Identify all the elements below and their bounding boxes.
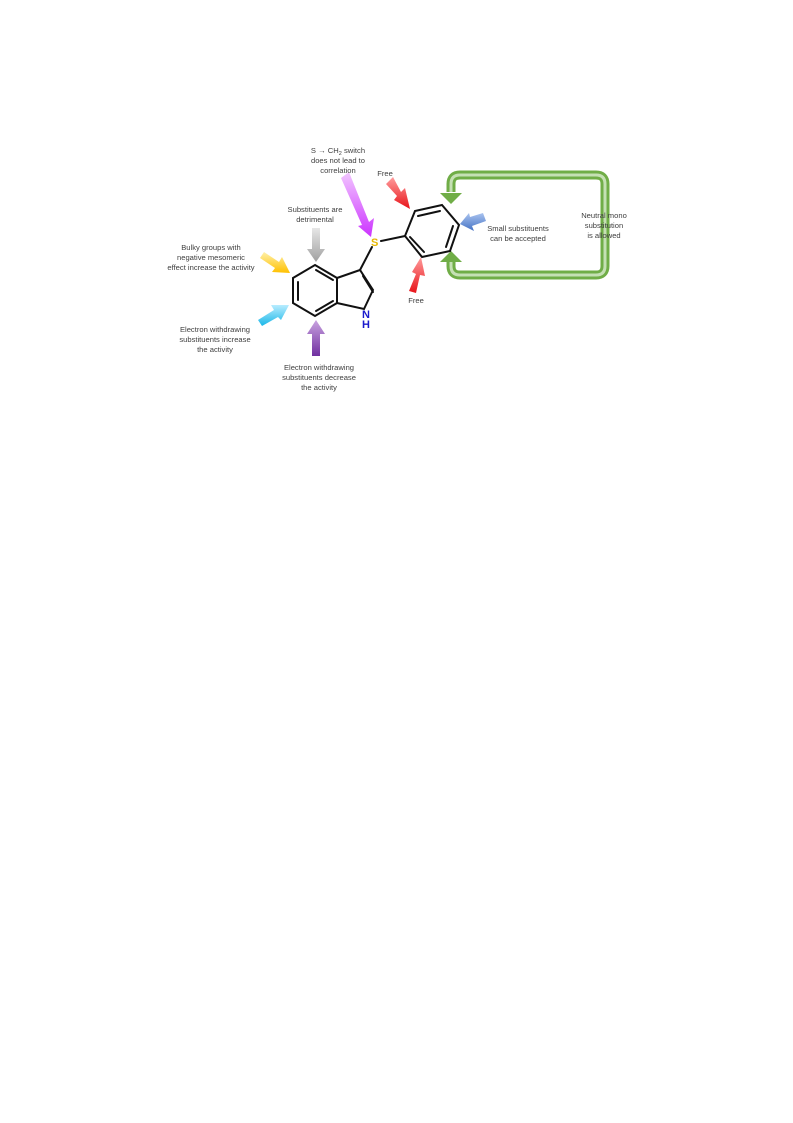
bulky-line-3: effect increase the activity <box>167 263 254 272</box>
s-switch-line-3: correlation <box>320 166 355 175</box>
bond-c3-s <box>359 246 373 271</box>
indole-double-bond-3 <box>315 300 334 312</box>
ewg-decrease-line-3: the activity <box>301 383 337 392</box>
yellow-arrow <box>260 252 290 273</box>
blue-arrow <box>460 213 486 231</box>
phenyl-ring <box>403 203 461 259</box>
bond-s-phenyl <box>380 235 406 242</box>
svg-text:S → CH2 switch: S → CH2 switch <box>311 146 365 157</box>
neutral-line-3: is allowed <box>587 231 620 240</box>
label-free-top: Free <box>377 169 393 178</box>
red-arrow-top <box>386 177 410 209</box>
green-loop-highlight <box>449 173 607 277</box>
pyrrole-double-bond <box>362 275 374 293</box>
label-ewg-increase: Electron withdrawing substituents increa… <box>179 325 250 354</box>
neutral-line-1: Neutral mono <box>581 211 627 220</box>
hydrogen-atom: H <box>362 319 370 331</box>
phenyl-double-bond-2 <box>445 225 454 248</box>
nitrogen-atom: N <box>362 309 370 321</box>
molecule <box>292 203 461 318</box>
detrimental-line-1: Substituents are <box>288 205 343 214</box>
ewg-increase-line-1: Electron withdrawing <box>180 325 250 334</box>
ewg-increase-line-3: the activity <box>197 345 233 354</box>
label-neutral-mono: Neutral mono substitution is allowed <box>581 211 627 240</box>
green-arrowhead-bottom <box>440 251 462 262</box>
green-arrowhead-top <box>440 193 462 204</box>
small-line-1: Small substituents <box>487 224 549 233</box>
ewg-decrease-line-2: substituents decrease <box>282 373 356 382</box>
neutral-line-2: substitution <box>585 221 623 230</box>
small-line-2: can be accepted <box>490 234 546 243</box>
ewg-increase-line-2: substituents increase <box>179 335 250 344</box>
s-switch-suffix: switch <box>342 146 365 155</box>
s-switch-line-2: does not lead to <box>311 156 365 165</box>
bulky-line-2: negative mesomeric <box>177 253 245 262</box>
bulky-line-1: Bulky groups with <box>181 243 241 252</box>
cyan-arrow <box>258 305 289 326</box>
indole-double-bond-1 <box>315 269 334 281</box>
label-bulky: Bulky groups with negative mesomeric eff… <box>167 243 254 272</box>
label-small-substituents: Small substituents can be accepted <box>487 224 549 243</box>
label-s-switch: S → CH2 switch does not lead to correlat… <box>311 146 365 175</box>
s-switch-subscript: 2 <box>339 151 342 157</box>
phenyl-double-bond-1 <box>417 210 441 217</box>
phenyl-double-bond-3 <box>409 236 425 253</box>
indole-benzene-ring <box>292 263 338 318</box>
sulfur-atom: S <box>371 237 378 249</box>
purple-arrow <box>307 320 325 356</box>
detrimental-line-2: detrimental <box>296 215 334 224</box>
red-arrow-bottom <box>409 257 425 293</box>
label-ewg-decrease: Electron withdrawing substituents decrea… <box>282 363 356 392</box>
grey-arrow <box>307 228 325 262</box>
label-detrimental: Substituents are detrimental <box>288 205 343 224</box>
label-free-bottom: Free <box>408 296 424 305</box>
ewg-decrease-line-1: Electron withdrawing <box>284 363 354 372</box>
s-switch-prefix: S → CH <box>311 146 339 155</box>
magenta-arrow <box>341 172 374 237</box>
indole-pyrrole-ring <box>336 268 375 311</box>
green-loop-arrow <box>440 170 610 280</box>
